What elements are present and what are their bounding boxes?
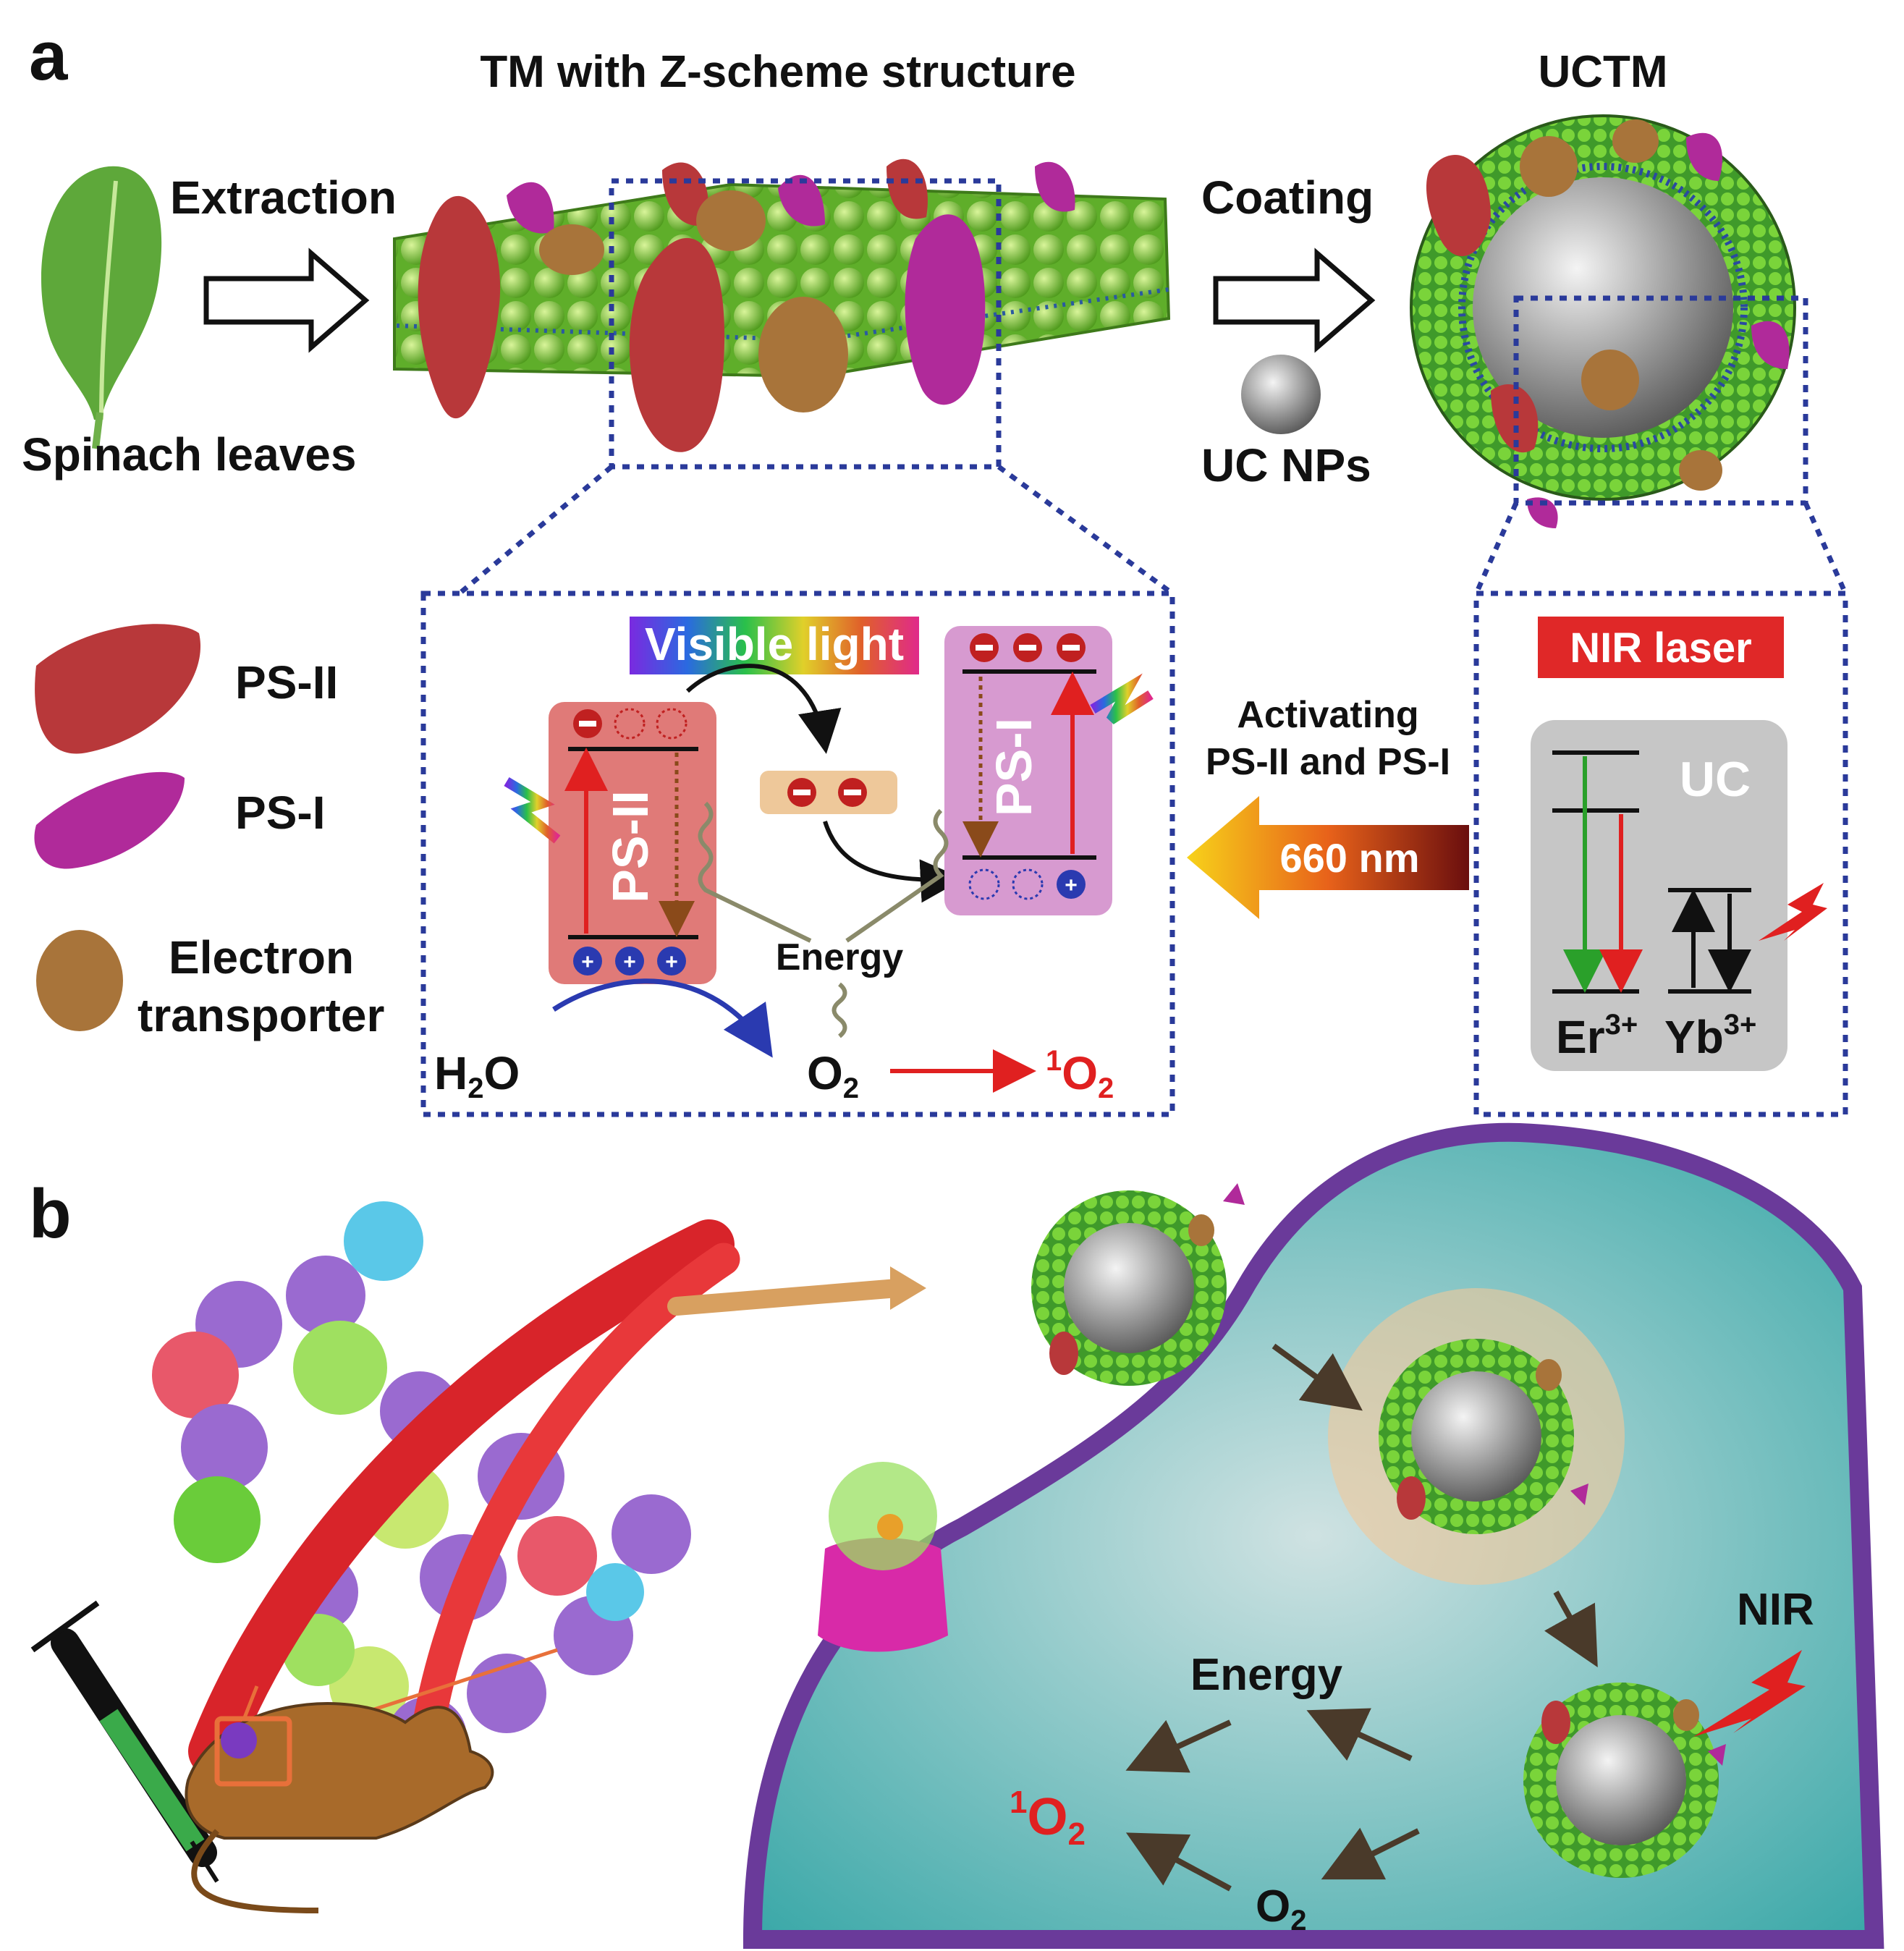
ps1-shape bbox=[905, 214, 986, 405]
activating-label-1: Activating bbox=[1237, 694, 1418, 736]
energy-squiggle bbox=[832, 982, 847, 1038]
uc-box bbox=[1473, 591, 1848, 1117]
spinach-leaf-icon bbox=[41, 166, 162, 449]
ps2-holes: + + + bbox=[573, 947, 686, 976]
transfer-arrow bbox=[685, 664, 842, 754]
wavelength-label: 660 nm bbox=[1280, 835, 1420, 881]
ps1-shape bbox=[507, 182, 554, 234]
ps2-shape bbox=[662, 162, 708, 226]
nir-bolt-icon bbox=[1693, 1650, 1806, 1737]
syringe-icon bbox=[30, 1600, 219, 1883]
ps2-legend-icon bbox=[35, 624, 201, 754]
zoom-line bbox=[1803, 501, 1848, 595]
activating-label-2: PS-II and PS-I bbox=[1206, 741, 1450, 783]
nucleus-icon bbox=[818, 1462, 948, 1652]
ps2-box-label: PS-II bbox=[602, 790, 659, 903]
light-bolt-icon bbox=[504, 776, 561, 844]
flow-arrow bbox=[667, 1279, 907, 1316]
nir-laser-label: NIR laser bbox=[1570, 625, 1751, 672]
coating-arrow bbox=[1213, 247, 1376, 353]
zoom-box-tm bbox=[609, 178, 1002, 470]
ps2-shape bbox=[418, 195, 501, 419]
light-bolt-icon bbox=[1090, 673, 1154, 724]
svg-text:+: + bbox=[1065, 873, 1078, 897]
water-oxidation-arrow bbox=[552, 978, 773, 1058]
transfer-arrow bbox=[823, 821, 964, 903]
singlet-oxygen-label-b: 1O2 bbox=[1010, 1785, 1086, 1852]
nir-laser-banner bbox=[1538, 617, 1784, 678]
uc-label: UC bbox=[1680, 752, 1751, 807]
coating-label: Coating bbox=[1201, 172, 1374, 224]
oxygen-arrow bbox=[1321, 1827, 1420, 1880]
o2-label-a: O2 bbox=[807, 1047, 859, 1104]
svg-text:+: + bbox=[581, 950, 594, 974]
mouse-icon bbox=[185, 1702, 494, 1913]
spinach-label: Spinach leaves bbox=[22, 428, 356, 481]
panel-a-letter: a bbox=[29, 17, 68, 95]
energy-arrow bbox=[1306, 1708, 1413, 1761]
energy-arrow bbox=[1125, 1719, 1232, 1773]
nir-label-b: NIR bbox=[1737, 1585, 1814, 1635]
uctm-title: UCTM bbox=[1538, 47, 1667, 97]
zoom-box-uctm bbox=[1513, 295, 1808, 506]
energy-label-a: Energy bbox=[776, 936, 903, 978]
ps1-legend-label: PS-I bbox=[235, 787, 325, 839]
transporter-legend-label-2: transporter bbox=[137, 989, 384, 1041]
visible-light-banner bbox=[630, 617, 919, 674]
transporter-shape bbox=[539, 224, 604, 275]
uc-nps-label: UC NPs bbox=[1201, 439, 1371, 491]
ps1-shape bbox=[778, 174, 825, 227]
ps1-legend-icon bbox=[34, 771, 185, 869]
trafficking-arrow bbox=[1544, 1591, 1598, 1667]
zoom-line bbox=[1473, 501, 1519, 595]
blood-vessel bbox=[188, 1219, 735, 1777]
oxygen-arrow bbox=[1125, 1832, 1232, 1892]
energy-squiggle bbox=[845, 808, 949, 943]
tm-title: TM with Z-scheme structure bbox=[480, 47, 1075, 97]
uctm-particle bbox=[1523, 1683, 1726, 1878]
zscheme-box bbox=[420, 591, 1175, 1117]
transporter-legend-icon bbox=[36, 930, 123, 1031]
transporter-capsule bbox=[760, 771, 897, 814]
ps1-box-label: PS-I bbox=[986, 718, 1042, 816]
transporter-legend-label-1: Electron bbox=[169, 931, 354, 983]
energy-squiggle bbox=[698, 801, 812, 943]
o2-label-b: O2 bbox=[1256, 1882, 1306, 1937]
ps2-legend-label: PS-II bbox=[235, 656, 338, 708]
ps2-shape bbox=[629, 237, 725, 452]
uctm-particle bbox=[1379, 1339, 1588, 1534]
transporter-shape bbox=[758, 297, 848, 412]
er-label: Er3+ bbox=[1556, 1009, 1638, 1063]
thylakoid-membrane bbox=[393, 158, 1171, 452]
uctm-particle bbox=[1031, 1183, 1245, 1386]
singlet-oxygen-label-a: 1O2 bbox=[1046, 1045, 1114, 1104]
ps1-shape bbox=[1035, 161, 1075, 212]
wavelength-arrow bbox=[1187, 796, 1469, 919]
zoom-line bbox=[457, 465, 614, 596]
ps2-shape bbox=[887, 158, 928, 219]
tumor-cluster bbox=[152, 1201, 691, 1777]
yb-label: Yb3+ bbox=[1664, 1009, 1756, 1063]
visible-light-label: Visible light bbox=[645, 618, 904, 670]
zoom-line bbox=[997, 465, 1175, 596]
blood-vessel bbox=[403, 1243, 740, 1811]
extraction-label: Extraction bbox=[170, 172, 397, 224]
transporter-shape bbox=[696, 190, 766, 251]
uptake-arrow bbox=[1272, 1343, 1363, 1411]
h2o-label: H2O bbox=[434, 1047, 520, 1104]
energy-label-b: Energy bbox=[1190, 1650, 1343, 1700]
uctm-sphere bbox=[1410, 114, 1796, 528]
svg-text:+: + bbox=[623, 950, 636, 974]
panel-b-letter: b bbox=[29, 1175, 72, 1253]
svg-text:+: + bbox=[665, 950, 678, 974]
ps1-electrons bbox=[970, 633, 1086, 662]
nir-bolt-icon bbox=[1759, 883, 1827, 941]
uc-np-icon bbox=[1241, 355, 1321, 434]
extraction-arrow bbox=[203, 247, 370, 353]
